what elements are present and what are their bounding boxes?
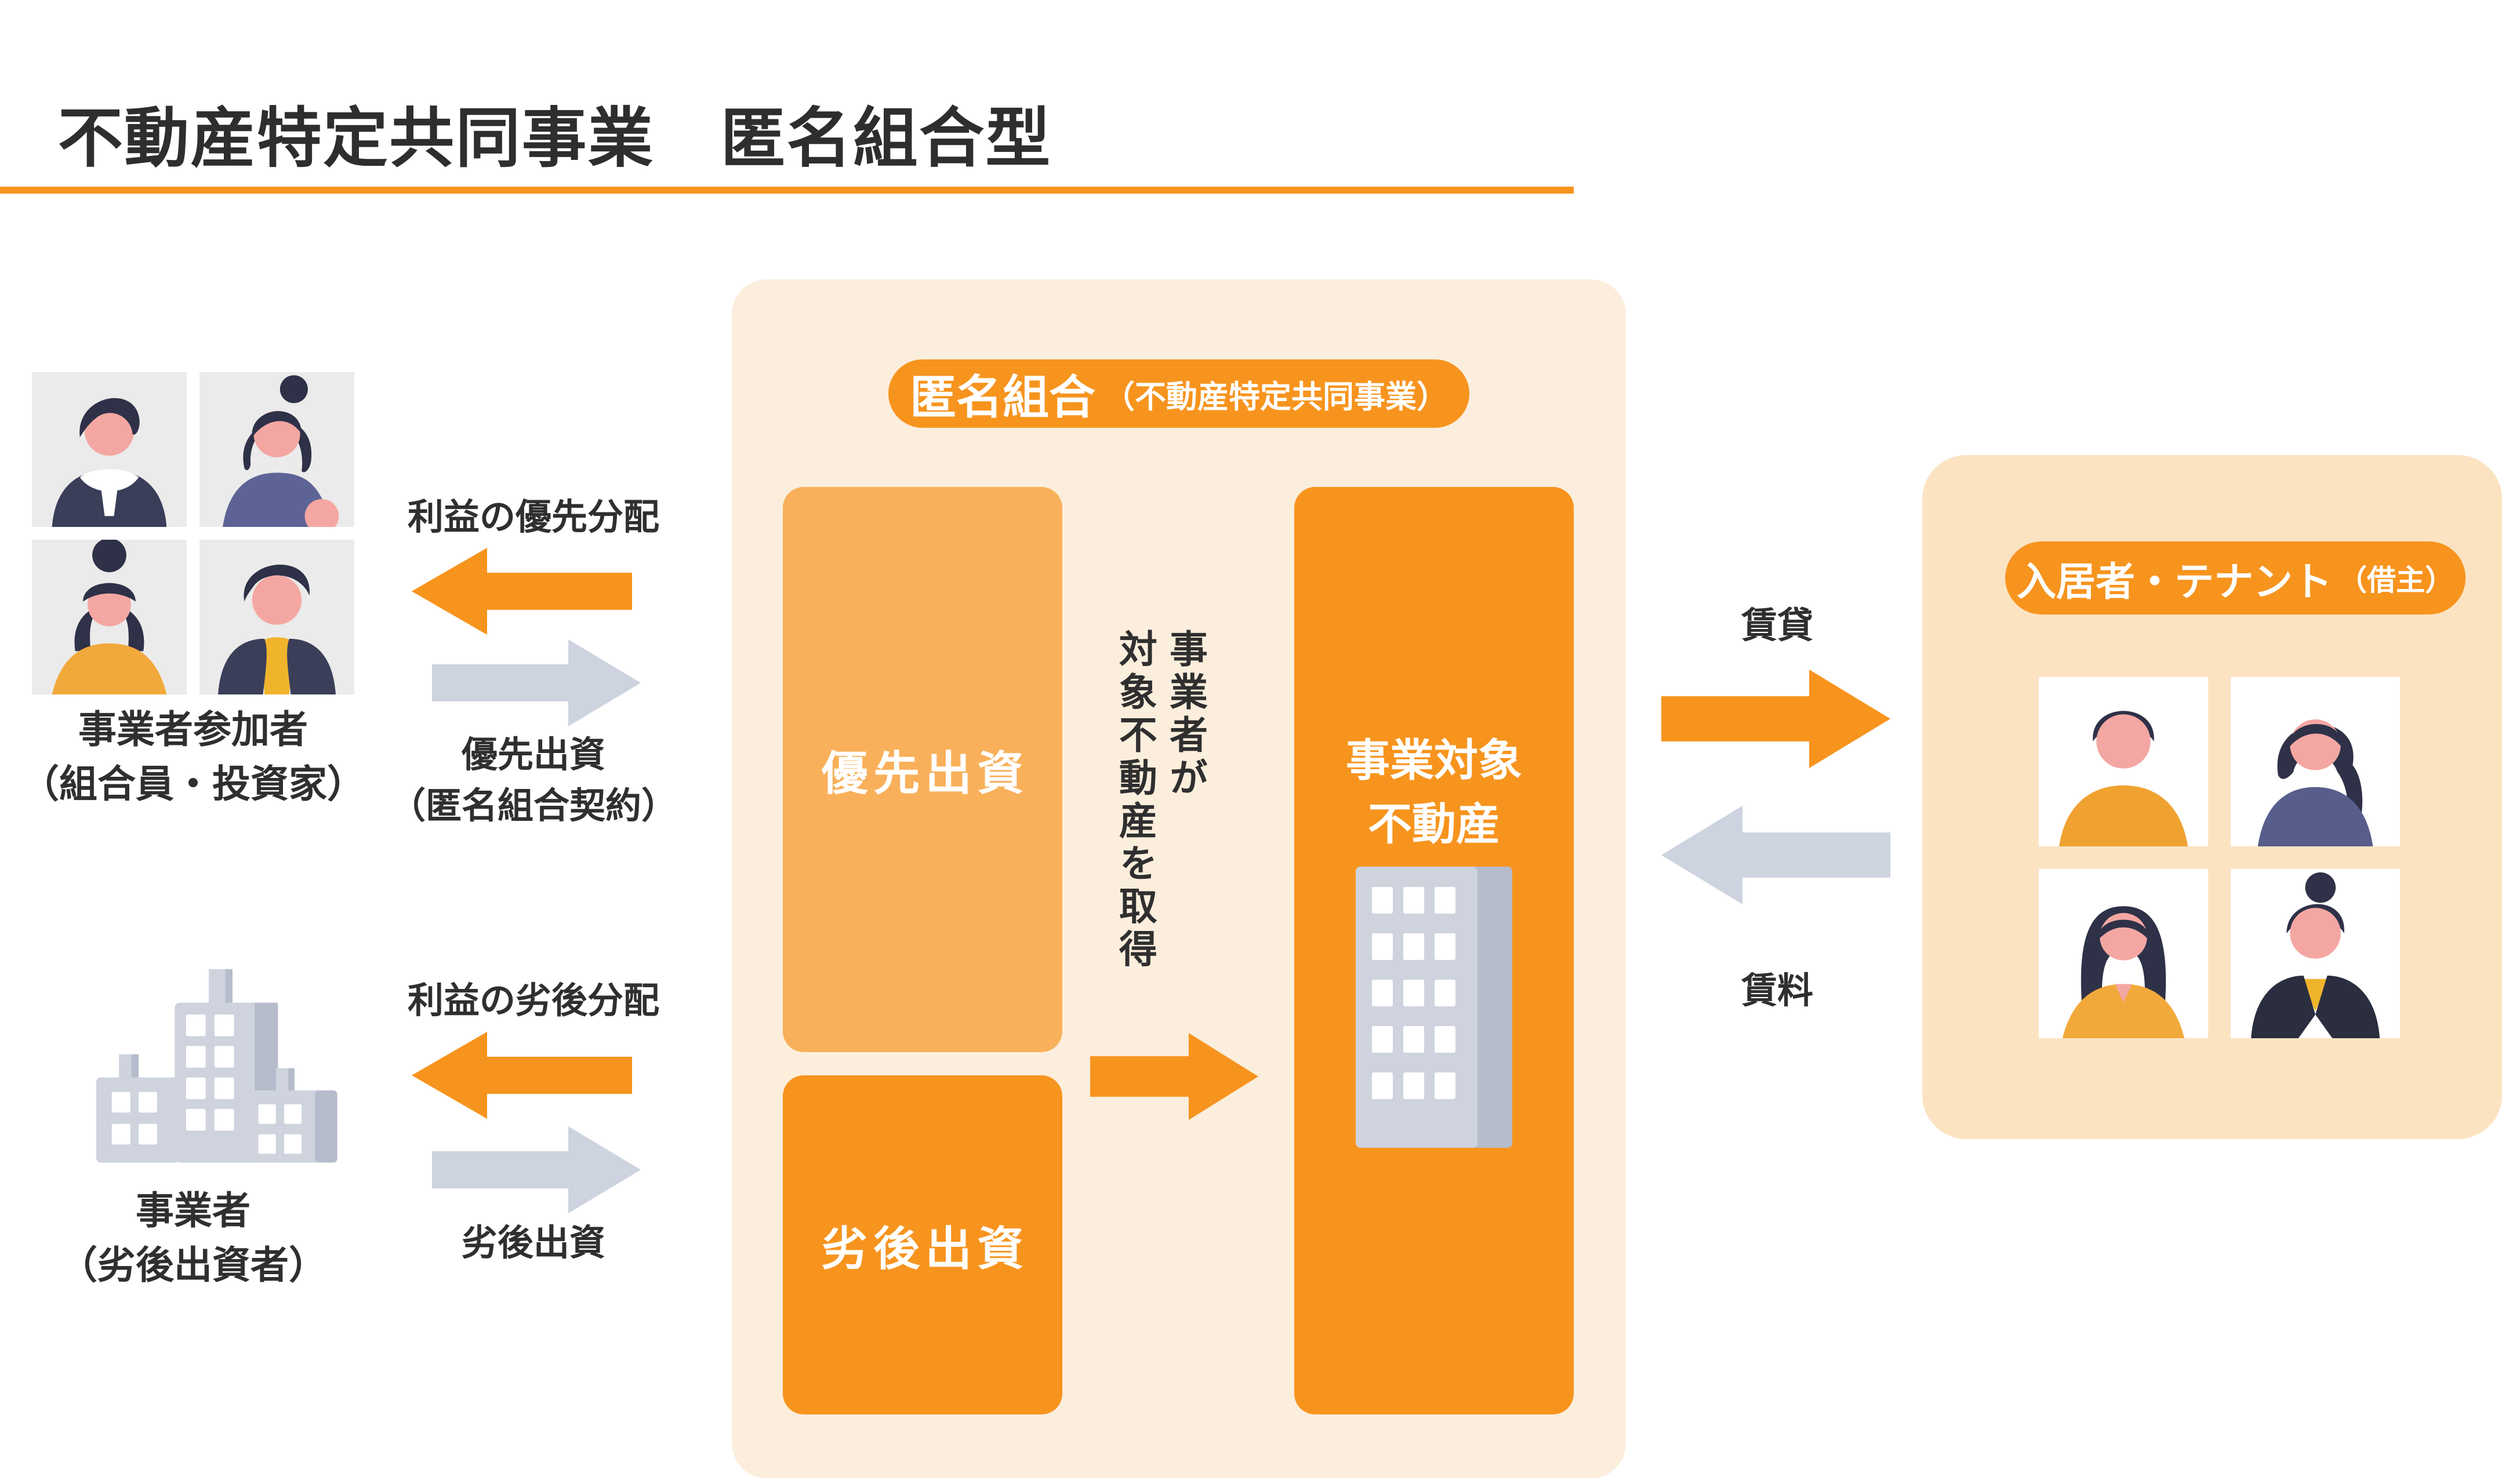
investors-label-line2: （組合員・投資家） [21,761,365,806]
priority-contribution-arrow-icon [432,639,641,726]
priority-profit-label: 利益の優先分配 [407,496,659,538]
subordinated-profit-arrow-icon [412,1032,632,1119]
person-bun-jacket-avatar-icon [2251,872,2380,1038]
tenant-badge-sub: （借主） [2338,563,2454,597]
acquisition-note-col2: 対象不動産を取得 [1112,629,1157,972]
senior-equity-box: 優先出資 [783,487,1062,1052]
title-underline [0,187,1574,194]
investor-avatars [32,372,354,694]
priority-contribution-label: 優先出資 （匿名組合契約） [325,729,742,831]
partnership-badge: 匿名組合 （不動産特定共同事業） [888,359,1469,428]
avatar-tile [2231,869,2400,1038]
acquisition-arrow-icon [1090,1033,1258,1120]
property-label-line2: 不動産 [1368,798,1500,850]
man-orange-shirt-avatar-icon [2059,711,2188,846]
lease-arrow-icon [1661,670,1890,768]
tenant-badge-main: 入居者・テナント [2016,559,2332,605]
priority-profit-arrow-icon [412,548,632,635]
lease-label: 賃貸 [1741,604,1813,646]
operator-label-line2: （劣後出資者） [59,1242,327,1287]
avatar-tile [2039,677,2208,846]
priority-contribution-line1: 優先出資 [461,733,605,776]
rent-arrow-icon [1661,806,1890,904]
subordinated-equity-box: 劣後出資 [783,1075,1062,1414]
man-jacket-yellow-avatar-icon [218,564,336,694]
property-box: 事業対象 不動産 [1294,487,1574,1414]
tenant-badge: 入居者・テナント （借主） [2005,541,2466,614]
operator-label: 事業者 （劣後出資者） [8,1184,379,1292]
partnership-badge-sub: （不動産特定共同事業） [1103,378,1448,415]
woman-bangs-orange-avatar-icon [52,540,167,694]
property-label: 事業対象 不動産 [1346,729,1522,856]
avatar-tile [2039,869,2208,1038]
office-buildings-icon [96,969,337,1163]
tenant-avatars [2039,677,2400,1038]
avatar-tile [199,540,354,694]
apartment-building-icon [1356,867,1512,1148]
subordinated-contribution-label: 劣後出資 [461,1221,605,1264]
property-label-line1: 事業対象 [1346,734,1522,786]
subordinated-contribution-arrow-icon [432,1126,641,1213]
avatar-tile [2231,677,2400,846]
page-title: 不動産特定共同事業 匿名組合型 [58,101,1052,176]
woman-bun-purple-avatar-icon [223,375,339,527]
woman-long-hair-avatar-icon [2062,906,2185,1038]
avatar-tile [199,372,354,527]
investors-label-line1: 事業者参加者 [78,707,308,752]
woman-ponytail-avatar-icon [2257,719,2373,846]
priority-contribution-line2: （匿名組合契約） [389,784,677,827]
investors-label: 事業者参加者 （組合員・投資家） [8,703,379,811]
avatar-tile [32,372,187,527]
rent-label: 賃料 [1741,969,1813,1012]
subordinated-profit-label: 利益の劣後分配 [407,979,659,1021]
acquisition-note: 事業者が 対象不動産を取得 [1106,629,1211,1035]
man-scarf-avatar-icon [52,398,167,527]
partnership-badge-main: 匿名組合 [910,370,1095,424]
acquisition-note-col1: 事業者が [1163,629,1208,801]
operator-label-line1: 事業者 [136,1188,251,1233]
avatar-tile [32,540,187,694]
